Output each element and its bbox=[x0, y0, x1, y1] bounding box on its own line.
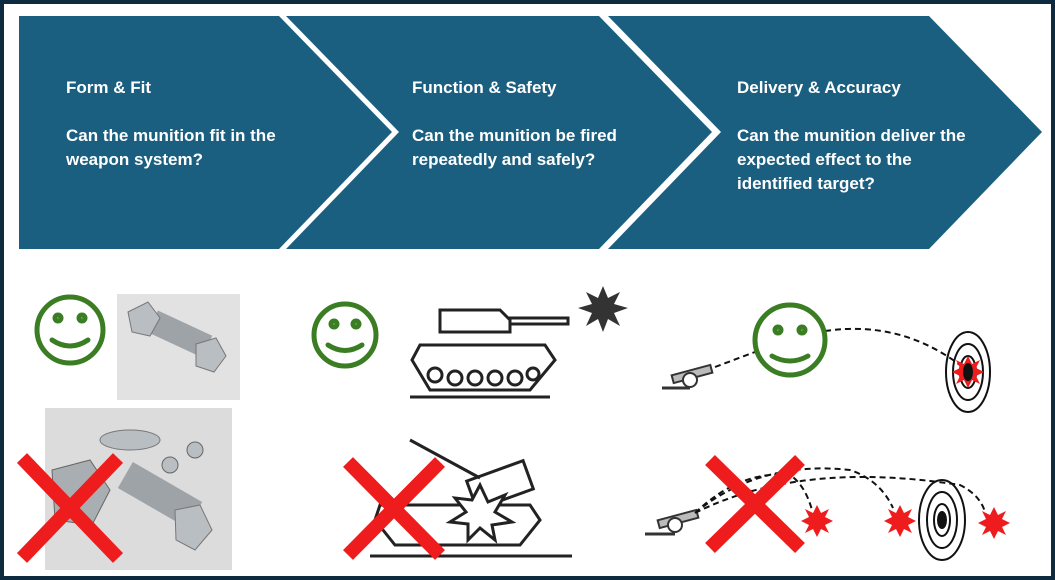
muzzle-blast-icon bbox=[578, 286, 628, 332]
miss-burst-icons bbox=[801, 505, 1010, 539]
red-x-fail-icon bbox=[705, 454, 805, 554]
stage-question-delivery-accuracy: Can the munition deliver the expected ef… bbox=[737, 126, 966, 193]
stage-question-form-fit: Can the munition fit in the weapon syste… bbox=[66, 126, 276, 169]
diagram-frame: Form & Fit Can the munition fit in the w… bbox=[4, 4, 1051, 576]
stage-title-delivery-accuracy: Delivery & Accuracy bbox=[737, 78, 901, 97]
smiley-pass-icon bbox=[752, 302, 828, 378]
smiley-pass-icon bbox=[34, 294, 106, 366]
target-hit-icon bbox=[945, 331, 991, 413]
illustration-canvas bbox=[16, 16, 1042, 570]
red-x-fail-icon bbox=[16, 453, 124, 563]
red-x-fail-icon bbox=[343, 457, 445, 560]
mismatched-nuts-photo bbox=[45, 408, 232, 570]
chevron-function-safety bbox=[286, 16, 712, 249]
trajectory-line bbox=[714, 327, 961, 368]
target-icon bbox=[918, 479, 966, 561]
chevron-form-fit bbox=[19, 16, 392, 249]
bolt-photo bbox=[117, 294, 240, 400]
stage-question-function-safety: Can the munition be fired repeatedly and… bbox=[412, 126, 617, 169]
tank-firing-icon bbox=[410, 308, 570, 399]
stage-title-form-fit: Form & Fit bbox=[66, 78, 151, 97]
smiley-pass-icon bbox=[311, 301, 379, 369]
cannon-icon bbox=[645, 508, 700, 536]
cannon-icon bbox=[662, 363, 714, 390]
chevron-delivery-accuracy bbox=[608, 16, 1042, 249]
stage-title-function-safety: Function & Safety bbox=[412, 78, 557, 97]
